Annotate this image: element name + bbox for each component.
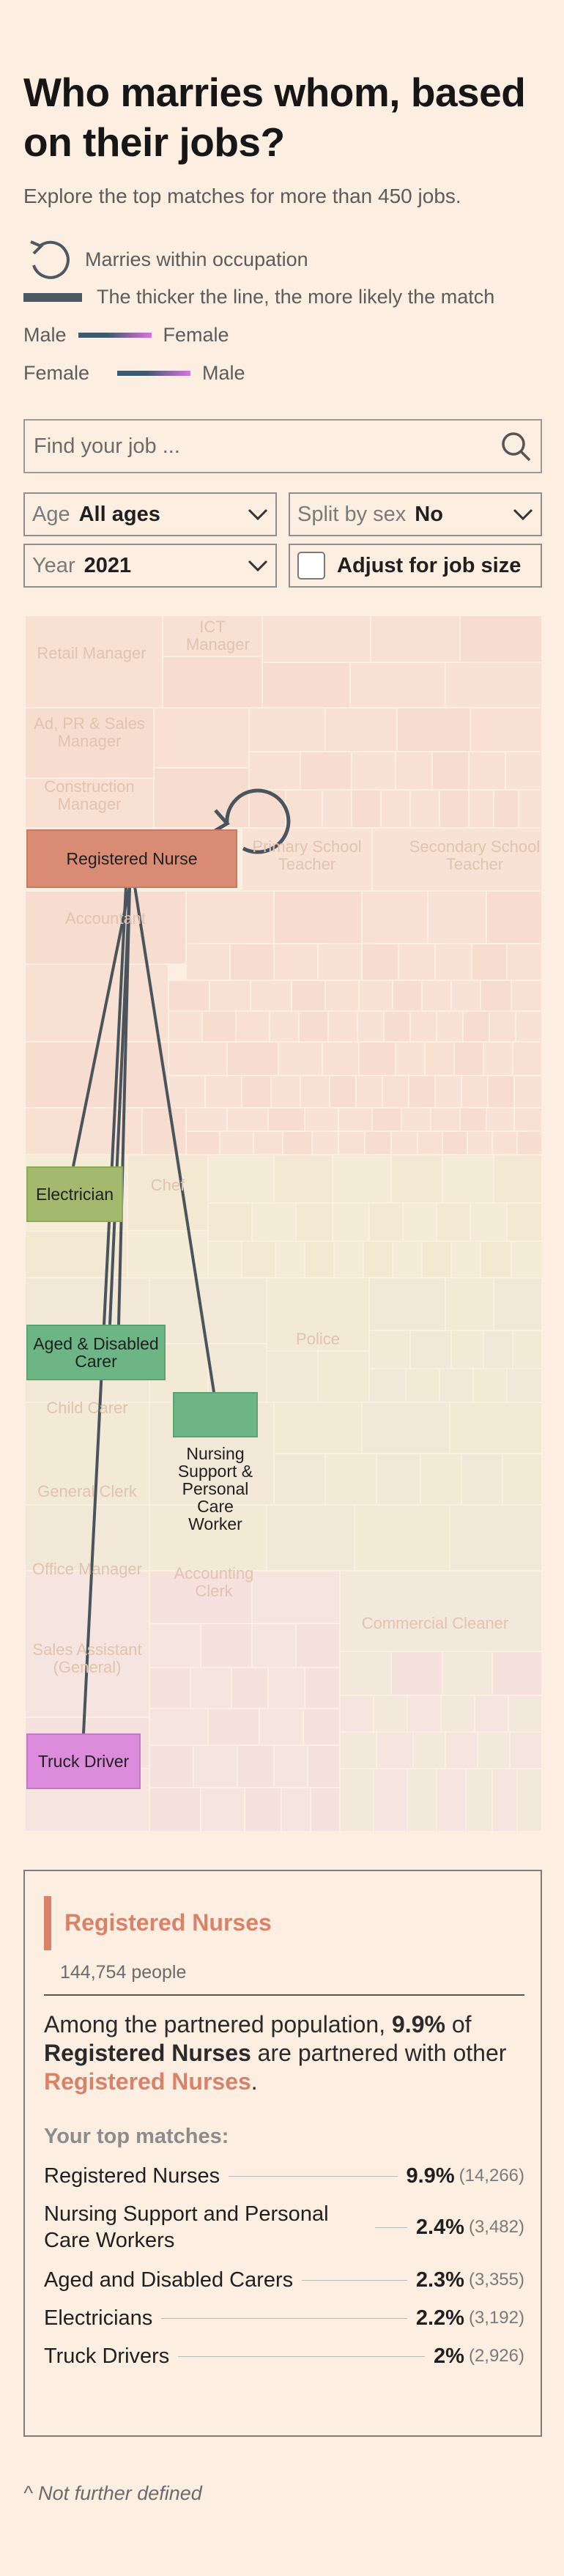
nursing-support-label: Nursing Support & Personal Care Worker [177,1444,253,1533]
card-description: Among the partnered population, 9.9% of … [44,2011,507,2095]
job-treemap[interactable]: Retail Manager ICT Manager Ad, PR & Sale… [23,615,542,1832]
match-percent: 2.3% [415,2268,464,2292]
match-count: (3,192) [468,2308,524,2328]
match-leader-line [229,2175,398,2177]
age-select-label: Age [32,502,70,526]
legend-female-label: Female [163,324,229,346]
match-count: (2,926) [468,2346,524,2366]
footnote: ^ Not further defined [23,2482,202,2504]
card-divider [44,1994,524,1996]
split-by-sex-select[interactable]: Split by sex No [289,492,542,536]
treemap-label-accountant[interactable]: Accountant [64,909,146,928]
treemap-label-primary-teacher[interactable]: Primary School Teacher [252,837,362,873]
treemap-label-chef[interactable]: Chef [150,1176,185,1194]
page-title: Who marries whom, based on their jobs? [23,70,526,165]
treemap-label-general-clerk[interactable]: General Clerk [37,1482,137,1500]
job-detail-card: Registered Nurses 144,754 people Among t… [23,1870,542,2437]
chevron-down-icon [513,508,533,521]
card-title: Registered Nurses [64,1909,272,1936]
legend-line-label: The thicker the line, the more likely th… [97,286,495,308]
legend-female-male: Female Male [23,362,245,385]
chevron-down-icon [248,508,268,521]
match-line-truck-driver [82,886,127,1734]
match-count: (14,266) [459,2166,524,2185]
split-select-label: Split by sex [297,502,407,526]
treemap-svg [24,615,542,1832]
match-percent: 2.4% [415,2215,464,2239]
year-select[interactable]: Year 2021 [23,544,277,588]
legend-male-female: Male Female [23,324,229,347]
match-row: Nursing Support and Personal Care Worker… [44,2201,524,2254]
treemap-label-secondary-teacher[interactable]: Secondary School Teacher [409,837,541,873]
match-leader-line [178,2355,426,2357]
match-name: Truck Drivers [44,2344,170,2368]
match-percent: 9.9% [406,2164,455,2188]
treemap-label-ad-pr-sales[interactable]: Ad, PR & Sales Manager [34,714,145,750]
match-row: Electricians 2.2% (3,192) [44,2305,524,2331]
match-name: Registered Nurses [44,2164,220,2188]
female-male-gradient [117,371,191,376]
match-job-electrician[interactable]: Electrician [26,1166,123,1222]
match-count: (3,355) [468,2270,524,2290]
treemap-label-police[interactable]: Police [296,1330,340,1348]
match-row: Truck Drivers 2% (2,926) [44,2343,524,2369]
match-name: Aged and Disabled Carers [44,2268,294,2292]
top-matches-heading: Your top matches: [44,2125,229,2148]
match-line-electrician [72,886,131,1167]
chevron-down-icon [248,560,268,572]
match-job-truck-driver[interactable]: Truck Driver [26,1733,141,1789]
checkbox[interactable] [297,552,325,580]
male-female-gradient [78,333,152,338]
match-leader-line [302,2279,407,2281]
legend-male-label-2: Male [202,362,245,384]
match-line-aged-carer-2 [117,886,131,1325]
year-select-value: 2021 [84,553,132,577]
treemap-label-commercial-cleaner[interactable]: Commercial Cleaner [361,1614,509,1632]
legend-line: The thicker the line, the more likely th… [23,286,494,308]
job-search[interactable]: Find your job ... [23,419,542,473]
treemap-label-construction[interactable]: Construction Manager [44,777,135,813]
search-input[interactable]: Find your job ... [34,434,180,458]
match-name: Nursing Support and Personal Care Worker… [44,2202,329,2252]
treemap-label-retail-manager[interactable]: Retail Manager [37,644,146,662]
match-leader-line [375,2227,407,2228]
legend-male-label: Male [23,324,67,346]
match-row: Aged and Disabled Carers 2.3% (3,355) [44,2267,524,2293]
match-leader-line [161,2317,407,2319]
match-job-nursing-support[interactable] [173,1392,258,1437]
treemap-label-accounting-clerk[interactable]: Accounting Clerk [174,1564,254,1600]
match-row: Registered Nurses 9.9% (14,266) [44,2163,524,2189]
adjust-job-size-label: Adjust for job size [337,553,522,577]
match-count: (3,482) [468,2217,524,2237]
adjust-job-size-checkbox[interactable]: Adjust for job size [289,544,542,588]
match-name: Electricians [44,2306,153,2330]
match-percent: 2.2% [415,2306,464,2330]
year-select-label: Year [32,553,75,577]
card-people-count: 144,754 people [60,1962,187,1983]
match-percent: 2% [434,2344,464,2368]
loop-icon [30,240,70,279]
treemap-label-office-manager[interactable]: Office Manager [31,1560,142,1578]
legend-loop: Marries within occupation [23,236,308,283]
treemap-label-ict-manager[interactable]: ICT Manager [186,618,250,654]
match-line-nursing-support [133,886,215,1393]
page-subtitle: Explore the top matches for more than 45… [23,185,461,207]
treemap-label-sales-assistant[interactable]: Sales Assistant (General) [32,1640,142,1676]
card-accent-bar [44,1896,51,1950]
match-lines [72,886,215,1734]
selected-job-registered-nurse[interactable]: Registered Nurse [26,829,237,888]
split-select-value: No [415,502,443,526]
age-select[interactable]: Age All ages [23,492,277,536]
treemap-label-child-carer[interactable]: Child Carer [46,1399,128,1417]
age-select-value: All ages [78,502,160,526]
legend-female-label-2: Female [23,362,90,384]
legend-loop-label: Marries within occupation [85,248,308,270]
search-icon[interactable] [500,430,532,462]
thick-line-swatch [23,292,82,302]
match-job-aged-carer[interactable]: Aged & Disabled Carer [26,1325,166,1380]
